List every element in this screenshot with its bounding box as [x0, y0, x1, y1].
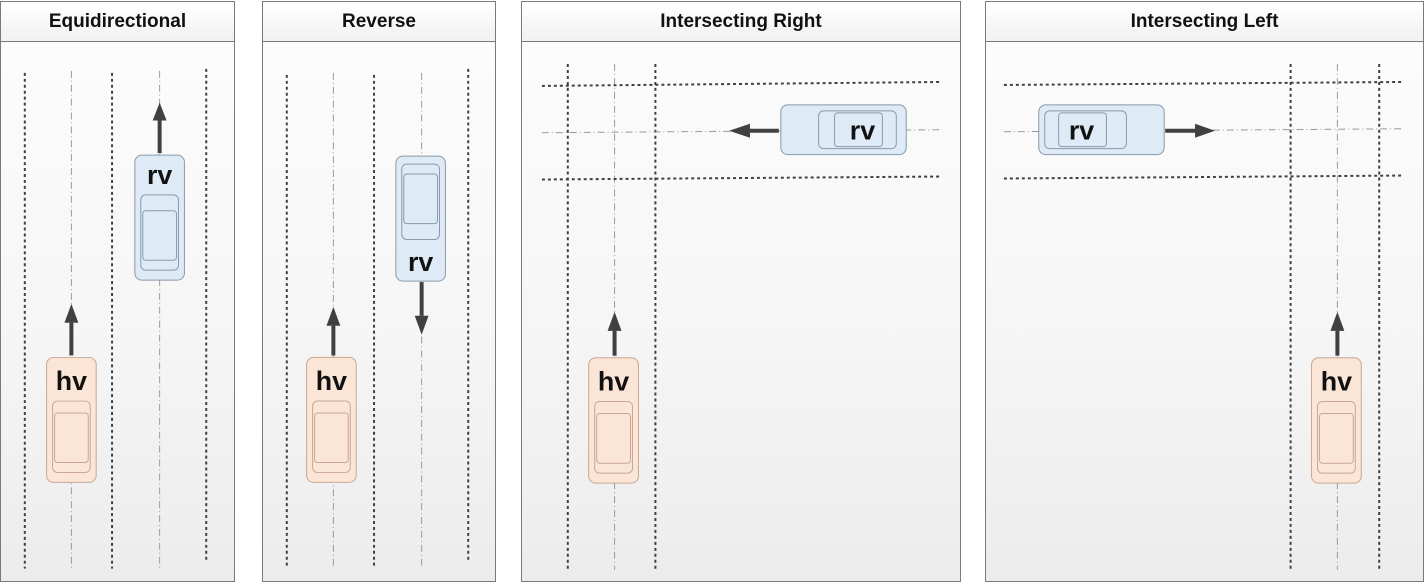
remote-vehicle-label: rv — [147, 160, 172, 190]
panel-title: Reverse — [263, 2, 495, 42]
panel-intersecting-left: Intersecting Left hv rv — [985, 1, 1424, 582]
lane-markings — [285, 68, 470, 569]
remote-vehicle: rv — [134, 154, 185, 281]
host-direction-arrow-icon — [607, 311, 622, 356]
host-direction-arrow-icon — [326, 306, 341, 356]
panel-equidirectional: Equidirectional hv rv — [0, 1, 235, 582]
host-vehicle-label: hv — [1321, 367, 1352, 397]
remote-direction-arrow-icon — [729, 123, 779, 138]
host-vehicle: hv — [46, 356, 97, 483]
remote-vehicle: rv — [780, 104, 907, 156]
scene-intersecting-left: hv rv — [1003, 64, 1405, 570]
host-vehicle: hv — [588, 357, 639, 484]
remote-vehicle: rv — [395, 155, 446, 282]
panel-title: Equidirectional — [1, 2, 234, 42]
scene-equidirectional: hv rv — [23, 68, 208, 569]
host-vehicle: hv — [1311, 357, 1362, 484]
remote-vehicle-label: rv — [1069, 116, 1094, 146]
panel-title: Intersecting Right — [522, 2, 960, 42]
host-vehicle-label: hv — [598, 367, 629, 397]
host-direction-arrow-icon — [64, 303, 79, 356]
lane-markings — [23, 68, 208, 569]
remote-direction-arrow-icon — [1165, 123, 1215, 138]
panel-intersecting-right: Intersecting Right hv rv — [521, 1, 961, 582]
scene-intersecting-right: hv rv — [541, 64, 943, 570]
host-vehicle: hv — [306, 356, 357, 483]
panel-reverse: Reverse hv rv — [262, 1, 496, 582]
host-vehicle-label: hv — [316, 366, 347, 396]
host-vehicle-label: hv — [56, 366, 87, 396]
remote-vehicle: rv — [1038, 104, 1165, 156]
host-direction-arrow-icon — [1330, 311, 1345, 356]
remote-vehicle-label: rv — [850, 116, 875, 146]
remote-vehicle-label: rv — [408, 247, 433, 277]
scene-reverse: hv rv — [285, 68, 470, 569]
remote-direction-arrow-icon — [414, 282, 429, 335]
panel-title: Intersecting Left — [986, 2, 1423, 42]
remote-direction-arrow-icon — [152, 102, 167, 154]
